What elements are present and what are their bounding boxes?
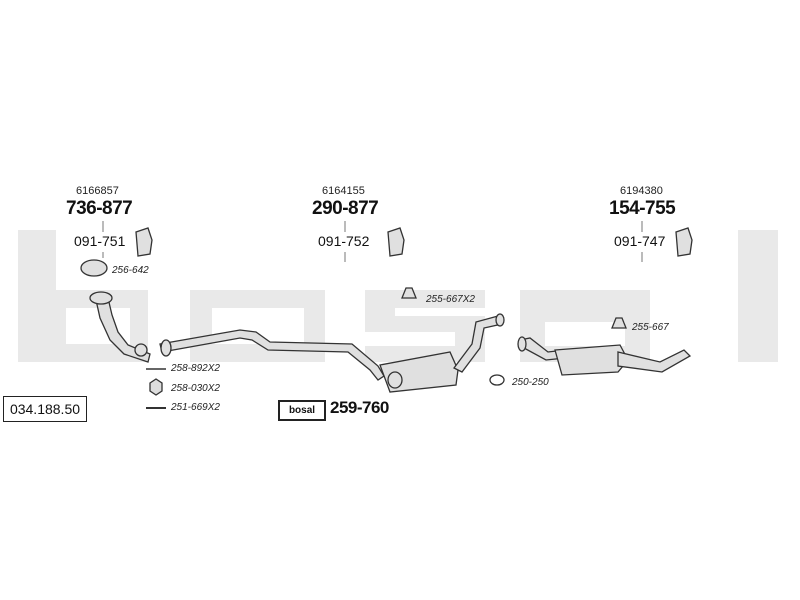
callout-label: 251-669X2 [171,402,220,413]
callout-label: 250-250 [512,377,549,388]
part-number: 736-877 [66,198,133,219]
middle-pipe [159,329,385,381]
rear-muffler [554,344,629,376]
bracket-number: 091-752 [318,233,370,249]
part-number: 154-755 [609,198,676,219]
oem-number: 6194380 [620,185,663,197]
gasket-icon [80,259,108,277]
kit-brand-logo: bosal [278,400,326,421]
part-number: 290-877 [312,198,379,219]
callout-label: 258-892X2 [171,363,220,374]
front-pipe [95,297,151,363]
front-pipe-flange [89,291,113,305]
callout-label: 255-667X2 [426,294,475,305]
oem-number: 6164155 [322,185,365,197]
bracket-icon [387,227,405,257]
bracket-icon [135,227,153,257]
bracket-icon [675,227,693,257]
catalog-number: 034.188.50 [3,396,87,422]
oem-number: 6166857 [76,185,119,197]
callout-label: 255-667 [632,322,669,333]
bracket-number: 091-751 [74,233,126,249]
callout-label: 256-642 [112,265,149,276]
bracket-number: 091-747 [614,233,666,249]
kit-part-number: 259-760 [330,398,389,417]
callout-label: 258-030X2 [171,383,220,394]
